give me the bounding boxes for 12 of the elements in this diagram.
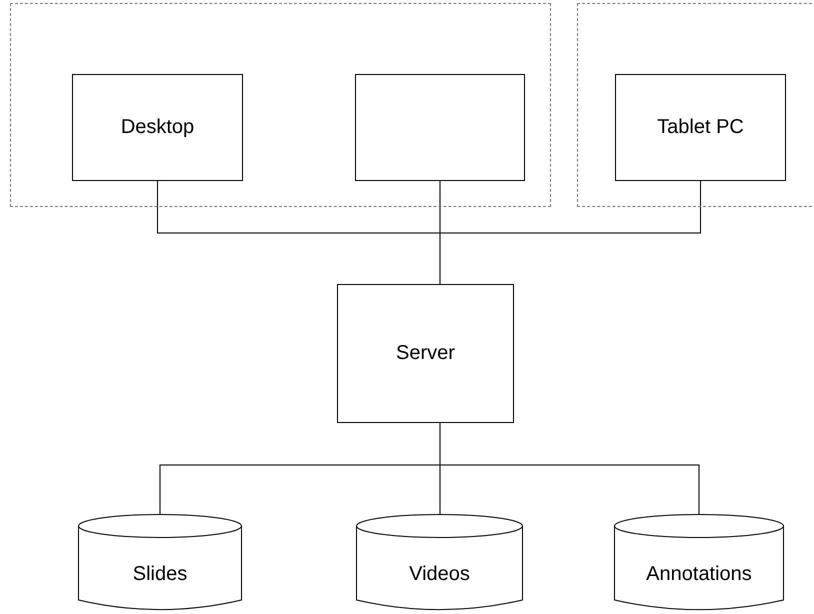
group-boundary [577, 3, 814, 207]
component-box [337, 284, 514, 423]
component-box [72, 74, 243, 181]
component-box [615, 74, 786, 181]
node-label: Desktop [120, 116, 194, 139]
node-label: Videos [409, 562, 470, 586]
group-boundary [10, 3, 551, 207]
node-label: Tablet PC [657, 116, 744, 139]
node-label: Slides [132, 562, 188, 586]
node-label: Server [396, 342, 455, 365]
component-box [355, 74, 525, 181]
node-label: Annotations [646, 562, 752, 586]
